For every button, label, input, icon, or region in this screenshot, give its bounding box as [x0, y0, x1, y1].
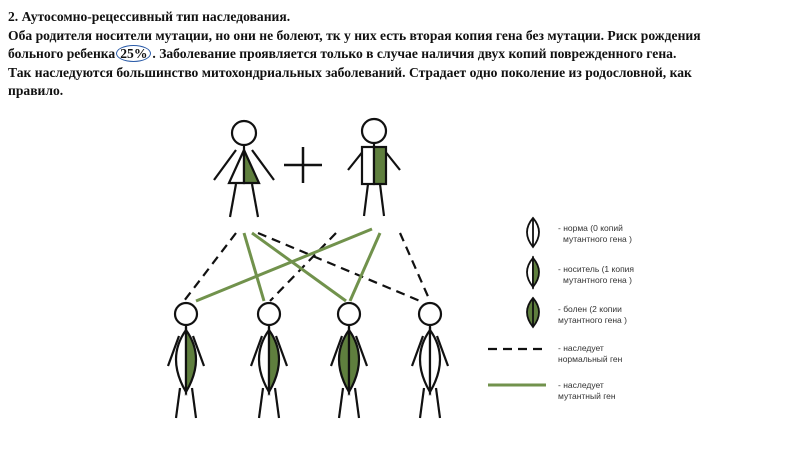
- child-4-normal: [410, 301, 450, 419]
- child-2-carrier: [249, 301, 289, 419]
- legend: - норма (0 копий мутантного гена ) - нос…: [488, 216, 634, 401]
- legend-carrier-label-1: - носитель (1 копия: [558, 264, 634, 274]
- text-line-3-start: больного ребенка: [8, 46, 116, 61]
- child-1-carrier: [166, 301, 206, 419]
- text-line-3-end: . Заболевание проявляется только в случа…: [152, 46, 677, 61]
- legend-affected-label-1: - болен (2 копии: [558, 304, 622, 314]
- legend-solid-label-1: - наследует: [558, 380, 604, 390]
- risk-percent-circled: 25%: [116, 45, 152, 62]
- parent-male-carrier: [347, 117, 401, 217]
- parent-female-carrier: [213, 119, 275, 218]
- description-text: 2. Аутосомно-рецессивный тип наследовани…: [8, 8, 792, 101]
- text-line-2: Оба родителя носители мутации, но они не…: [8, 27, 701, 43]
- text-line-4: Так наследуются большинство митохондриал…: [8, 64, 692, 80]
- legend-solid-label-2: мутантный ген: [558, 391, 616, 401]
- plus-sign: [284, 147, 322, 183]
- legend-affected-label-2: мутантного гена ): [558, 315, 627, 325]
- legend-normal-label-2: мутантного гена ): [563, 234, 632, 244]
- normal-gene-lines: [183, 231, 432, 303]
- legend-dashed-label-1: - наследует: [558, 343, 604, 353]
- legend-normal-label-1: - норма (0 копий: [558, 223, 623, 233]
- legend-carrier-label-2: мутантного гена ): [563, 275, 632, 285]
- legend-dashed-label-2: нормальный ген: [558, 354, 623, 364]
- heading: 2. Аутосомно-рецессивный тип наследовани…: [8, 9, 291, 24]
- inheritance-lines: [183, 227, 432, 303]
- mutant-gene-lines: [195, 227, 382, 303]
- text-line-5: правило.: [8, 83, 64, 98]
- child-3-affected: [329, 301, 369, 419]
